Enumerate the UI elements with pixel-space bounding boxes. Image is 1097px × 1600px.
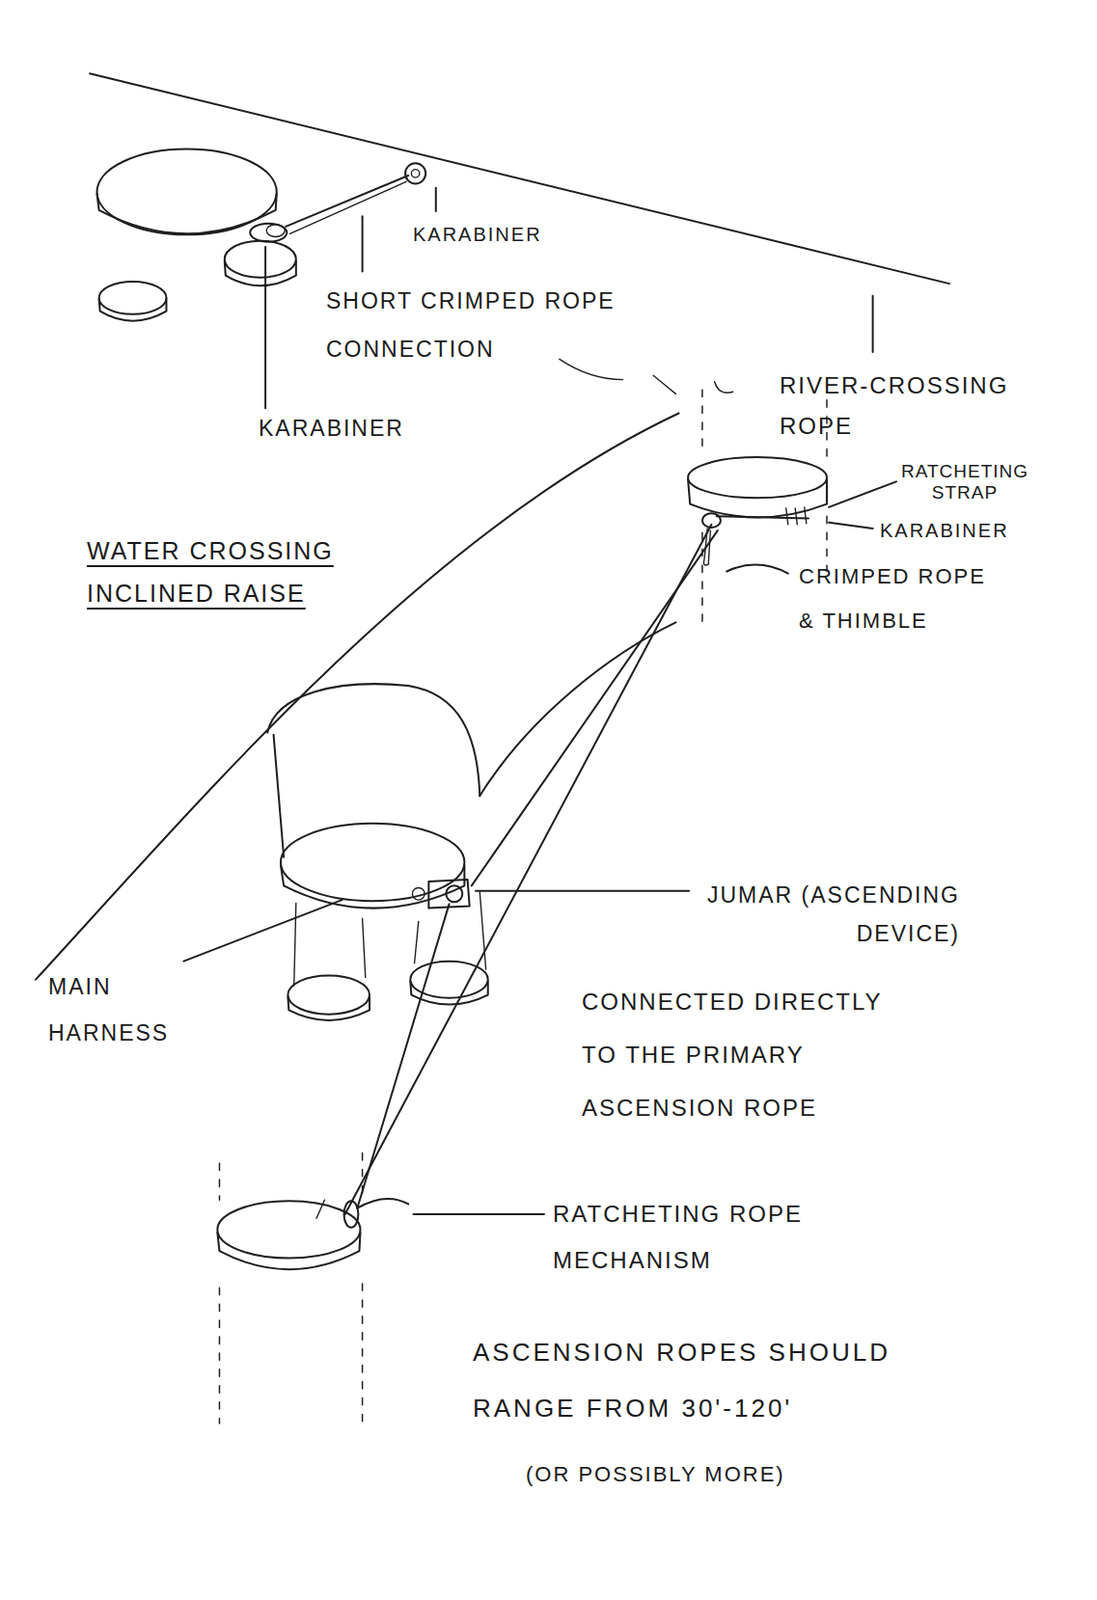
callout-label: RIVER-CROSSING ROPE [779,365,1060,447]
leg-disk [99,281,167,315]
leader-stroke [653,375,676,394]
leg-disk [410,961,488,999]
leg-band [287,997,370,1021]
callout-label: RATCHETING ROPE MECHANISM [552,1191,862,1285]
callout-label: SHORT CRIMPED ROPE CONNECTION [326,276,674,374]
ratchet-mechanism [344,1201,359,1229]
leader-line [872,296,875,353]
jumar [428,879,469,909]
anchor-disk [687,457,827,498]
ratchet-strap [716,516,809,519]
anchor-edge [219,1163,220,1201]
harness-disk [280,823,465,902]
crimped-rope [285,175,409,227]
anchor-disk [217,1201,360,1259]
figure-outline [479,622,676,796]
leg-disk [287,975,370,1015]
callout-label: JUMAR (ASCENDING DEVICE) [660,876,960,954]
sketch-title: WATER CROSSING INCLINED RAISE [86,529,386,615]
leader-line [726,565,788,575]
body-disk [97,148,277,235]
anchor-edge [825,516,827,572]
river-rope [89,73,950,284]
leader-line [435,188,438,212]
leader-line [475,890,689,893]
anchor-band [217,1233,360,1270]
anchor-edge [701,532,703,625]
leader-stroke [559,358,624,380]
body-band [97,193,277,234]
callout-label: KARABINER [879,519,1073,543]
anchor-band [687,479,827,518]
callout-label: CONNECTED DIRECTLY TO THE PRIMARY ASCENS… [581,975,901,1135]
ratchet-mechanism [316,1200,325,1219]
leader-line [828,481,897,507]
karabiner-ring [249,223,287,243]
figure-outline [267,684,480,796]
callout-label: (OR POSSIBLY MORE) [525,1460,912,1490]
ratchet-strap [786,507,807,525]
leg-band [224,261,297,286]
leader-line [264,246,267,409]
anchor-edge [701,389,703,456]
jumar [411,887,425,901]
leg-band [99,299,167,322]
leader-line [361,216,364,272]
callout-label: KARABINER [258,414,471,442]
anchor-edge [361,1153,363,1197]
ratchet-mechanism [356,1199,409,1209]
leader-line [412,1213,544,1216]
figure-outline [274,735,285,858]
pulley [411,169,419,178]
leader-line [183,900,342,961]
leg-band [410,982,488,1006]
callout-label: RATCHETING STRAP [877,461,1052,504]
anchor-edge [219,1288,220,1425]
leader-line [828,522,873,529]
sketch-group [35,73,950,1425]
leader-stroke [714,382,734,394]
callout-label: CRIMPED ROPE & THIMBLE [798,554,1000,644]
figure-outline [35,412,680,980]
pulley [405,163,426,184]
callout-label: MAIN HARNESS [48,963,193,1057]
karabiner-ring [266,224,285,238]
jumar [445,885,463,903]
leg-disk [224,241,297,278]
crimped-rope [289,181,407,234]
callout-label: KARABINER [412,222,626,247]
anchor-edge [361,1284,363,1425]
harness-band [280,865,465,908]
callout-label: ASCENSION ROPES SHOULD RANGE FROM 30'-12… [472,1324,907,1437]
